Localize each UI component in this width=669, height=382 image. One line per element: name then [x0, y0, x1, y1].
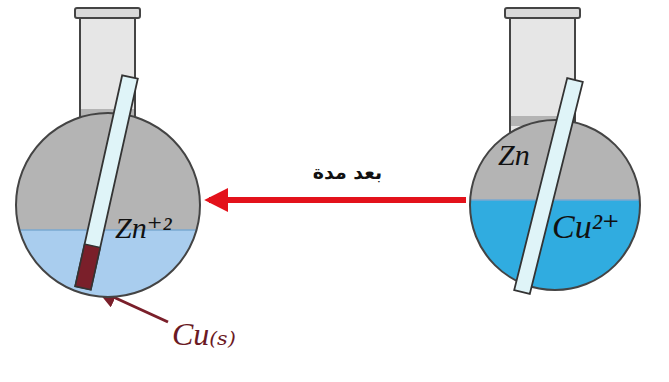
solution: [15, 230, 205, 382]
flask-before: ZnCu²⁺: [470, 5, 645, 295]
arrow-label: بعد مدة: [313, 163, 382, 182]
liquid-surface: [15, 229, 205, 231]
flask-drawing: [15, 5, 205, 300]
flask-lip: [505, 8, 580, 18]
zinc-strip: [75, 75, 138, 289]
product-label: Cu₍ₛ₎: [172, 318, 236, 350]
flask-drawing: [470, 5, 645, 295]
flask-lip: [75, 8, 140, 18]
ion-label: Zn⁺²: [115, 213, 172, 243]
ion-label: Zn: [498, 140, 530, 170]
solution: [470, 200, 645, 382]
ion-label: Cu²⁺: [552, 210, 620, 244]
copper-deposit: [75, 244, 100, 290]
reaction-arrow: [209, 197, 466, 203]
zinc-strip: [514, 78, 583, 294]
flask-after: Zn⁺²: [15, 5, 205, 300]
liquid-surface: [470, 199, 645, 201]
